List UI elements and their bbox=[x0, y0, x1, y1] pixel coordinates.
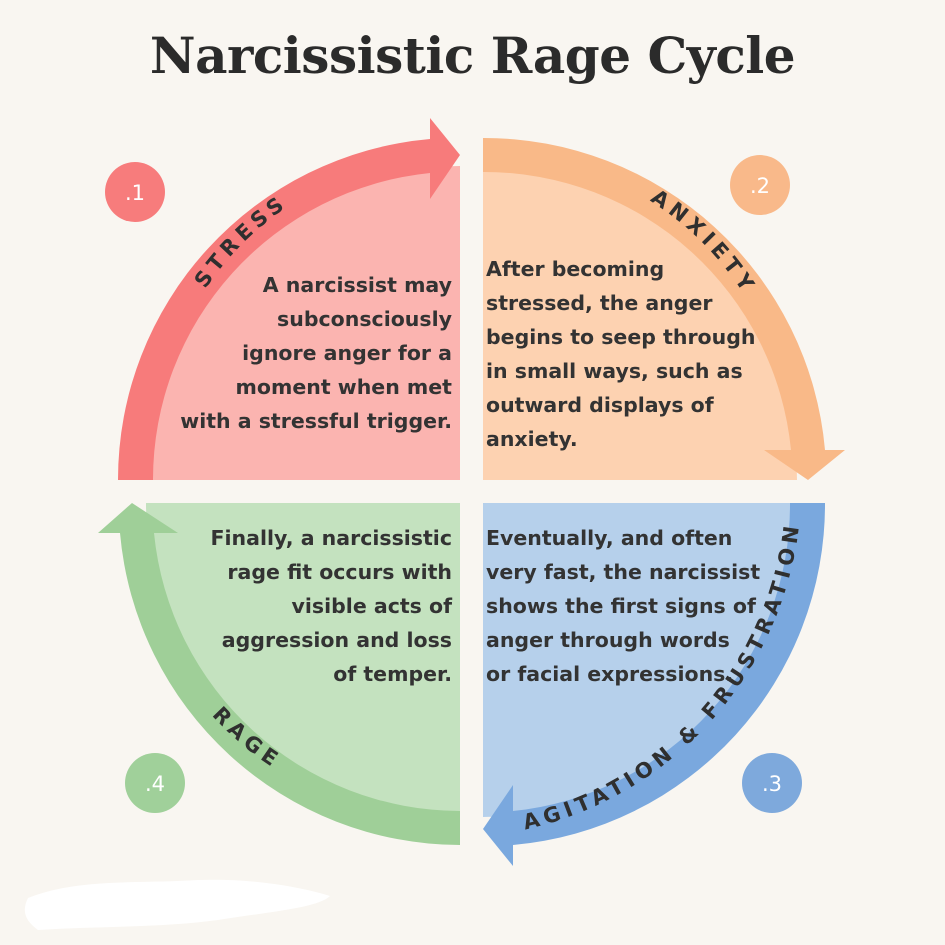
agitation-arrow bbox=[483, 503, 826, 866]
stress-quadrant bbox=[146, 166, 460, 480]
stage-number-4: .4 bbox=[145, 772, 165, 796]
stage-badge-1: .1 bbox=[105, 162, 165, 222]
white-brush-stroke bbox=[24, 879, 330, 930]
stage-badge-3: .3 bbox=[742, 753, 802, 813]
stage-number-1: .1 bbox=[125, 181, 145, 205]
stage-number-2: .2 bbox=[750, 174, 770, 198]
anxiety-quadrant bbox=[483, 166, 797, 480]
stage-number-3: .3 bbox=[762, 772, 782, 796]
anxiety-arrow bbox=[483, 137, 845, 481]
rage-description: Finally, a narcissistic rage fit occurs … bbox=[210, 526, 452, 686]
anxiety-description: After becoming stressed, the anger begin… bbox=[486, 257, 756, 451]
agitation-description: Eventually, and often very fast, the nar… bbox=[486, 526, 761, 686]
stress-description: A narcissist may subconsciously ignore a… bbox=[180, 273, 452, 433]
rage-arrow bbox=[98, 503, 460, 845]
agitation-quadrant bbox=[483, 503, 797, 817]
rage-quadrant bbox=[146, 503, 460, 817]
stress-arrow bbox=[117, 118, 460, 480]
stage-badge-2: .2 bbox=[730, 155, 790, 215]
page-title: Narcissistic Rage Cycle bbox=[149, 26, 796, 85]
stage-badge-4: .4 bbox=[125, 753, 185, 813]
